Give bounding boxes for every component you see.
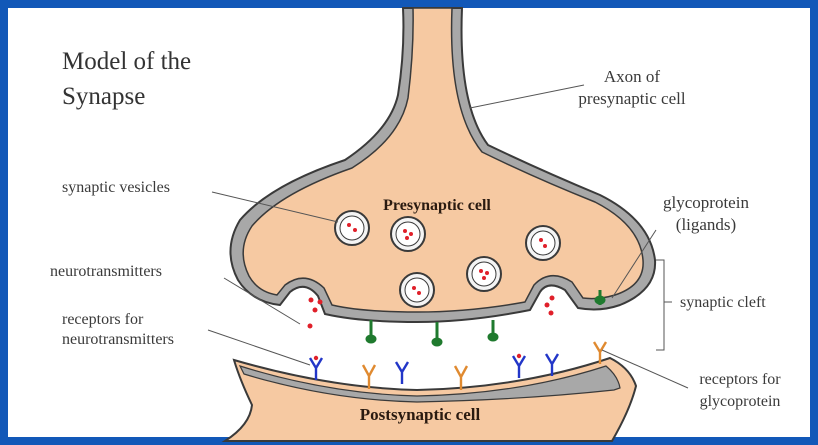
vesicle xyxy=(335,211,369,245)
glycoprotein-label-line-2: (ligands) xyxy=(676,215,736,234)
title-line-1: Model of the xyxy=(62,48,191,75)
postsynaptic-cell-label: Postsynaptic cell xyxy=(360,405,481,424)
glycoprotein-label-line-1: glycoprotein xyxy=(663,193,749,212)
vesicle xyxy=(400,273,434,307)
neurotransmitters-label: neurotransmitters xyxy=(50,263,162,280)
nt-receptors-label-line-2: neurotransmitters xyxy=(62,331,174,348)
axon-label-line-2: presynaptic cell xyxy=(578,89,685,108)
synaptic-cleft-label: synaptic cleft xyxy=(680,294,766,311)
title-line-2: Synapse xyxy=(62,83,145,110)
axon-label-line-1: Axon of xyxy=(604,67,661,86)
vesicle xyxy=(467,257,501,291)
nt-receptors-label-line-1: receptors for xyxy=(62,311,144,328)
gp-receptors-label-line-1: receptors for xyxy=(699,371,781,388)
gp-receptors-label-line-2: glycoprotein xyxy=(700,393,781,410)
vesicles-label: synaptic vesicles xyxy=(62,179,170,196)
presynaptic-cell-label: Presynaptic cell xyxy=(383,197,491,214)
vesicle xyxy=(526,226,560,260)
vesicle xyxy=(391,217,425,251)
